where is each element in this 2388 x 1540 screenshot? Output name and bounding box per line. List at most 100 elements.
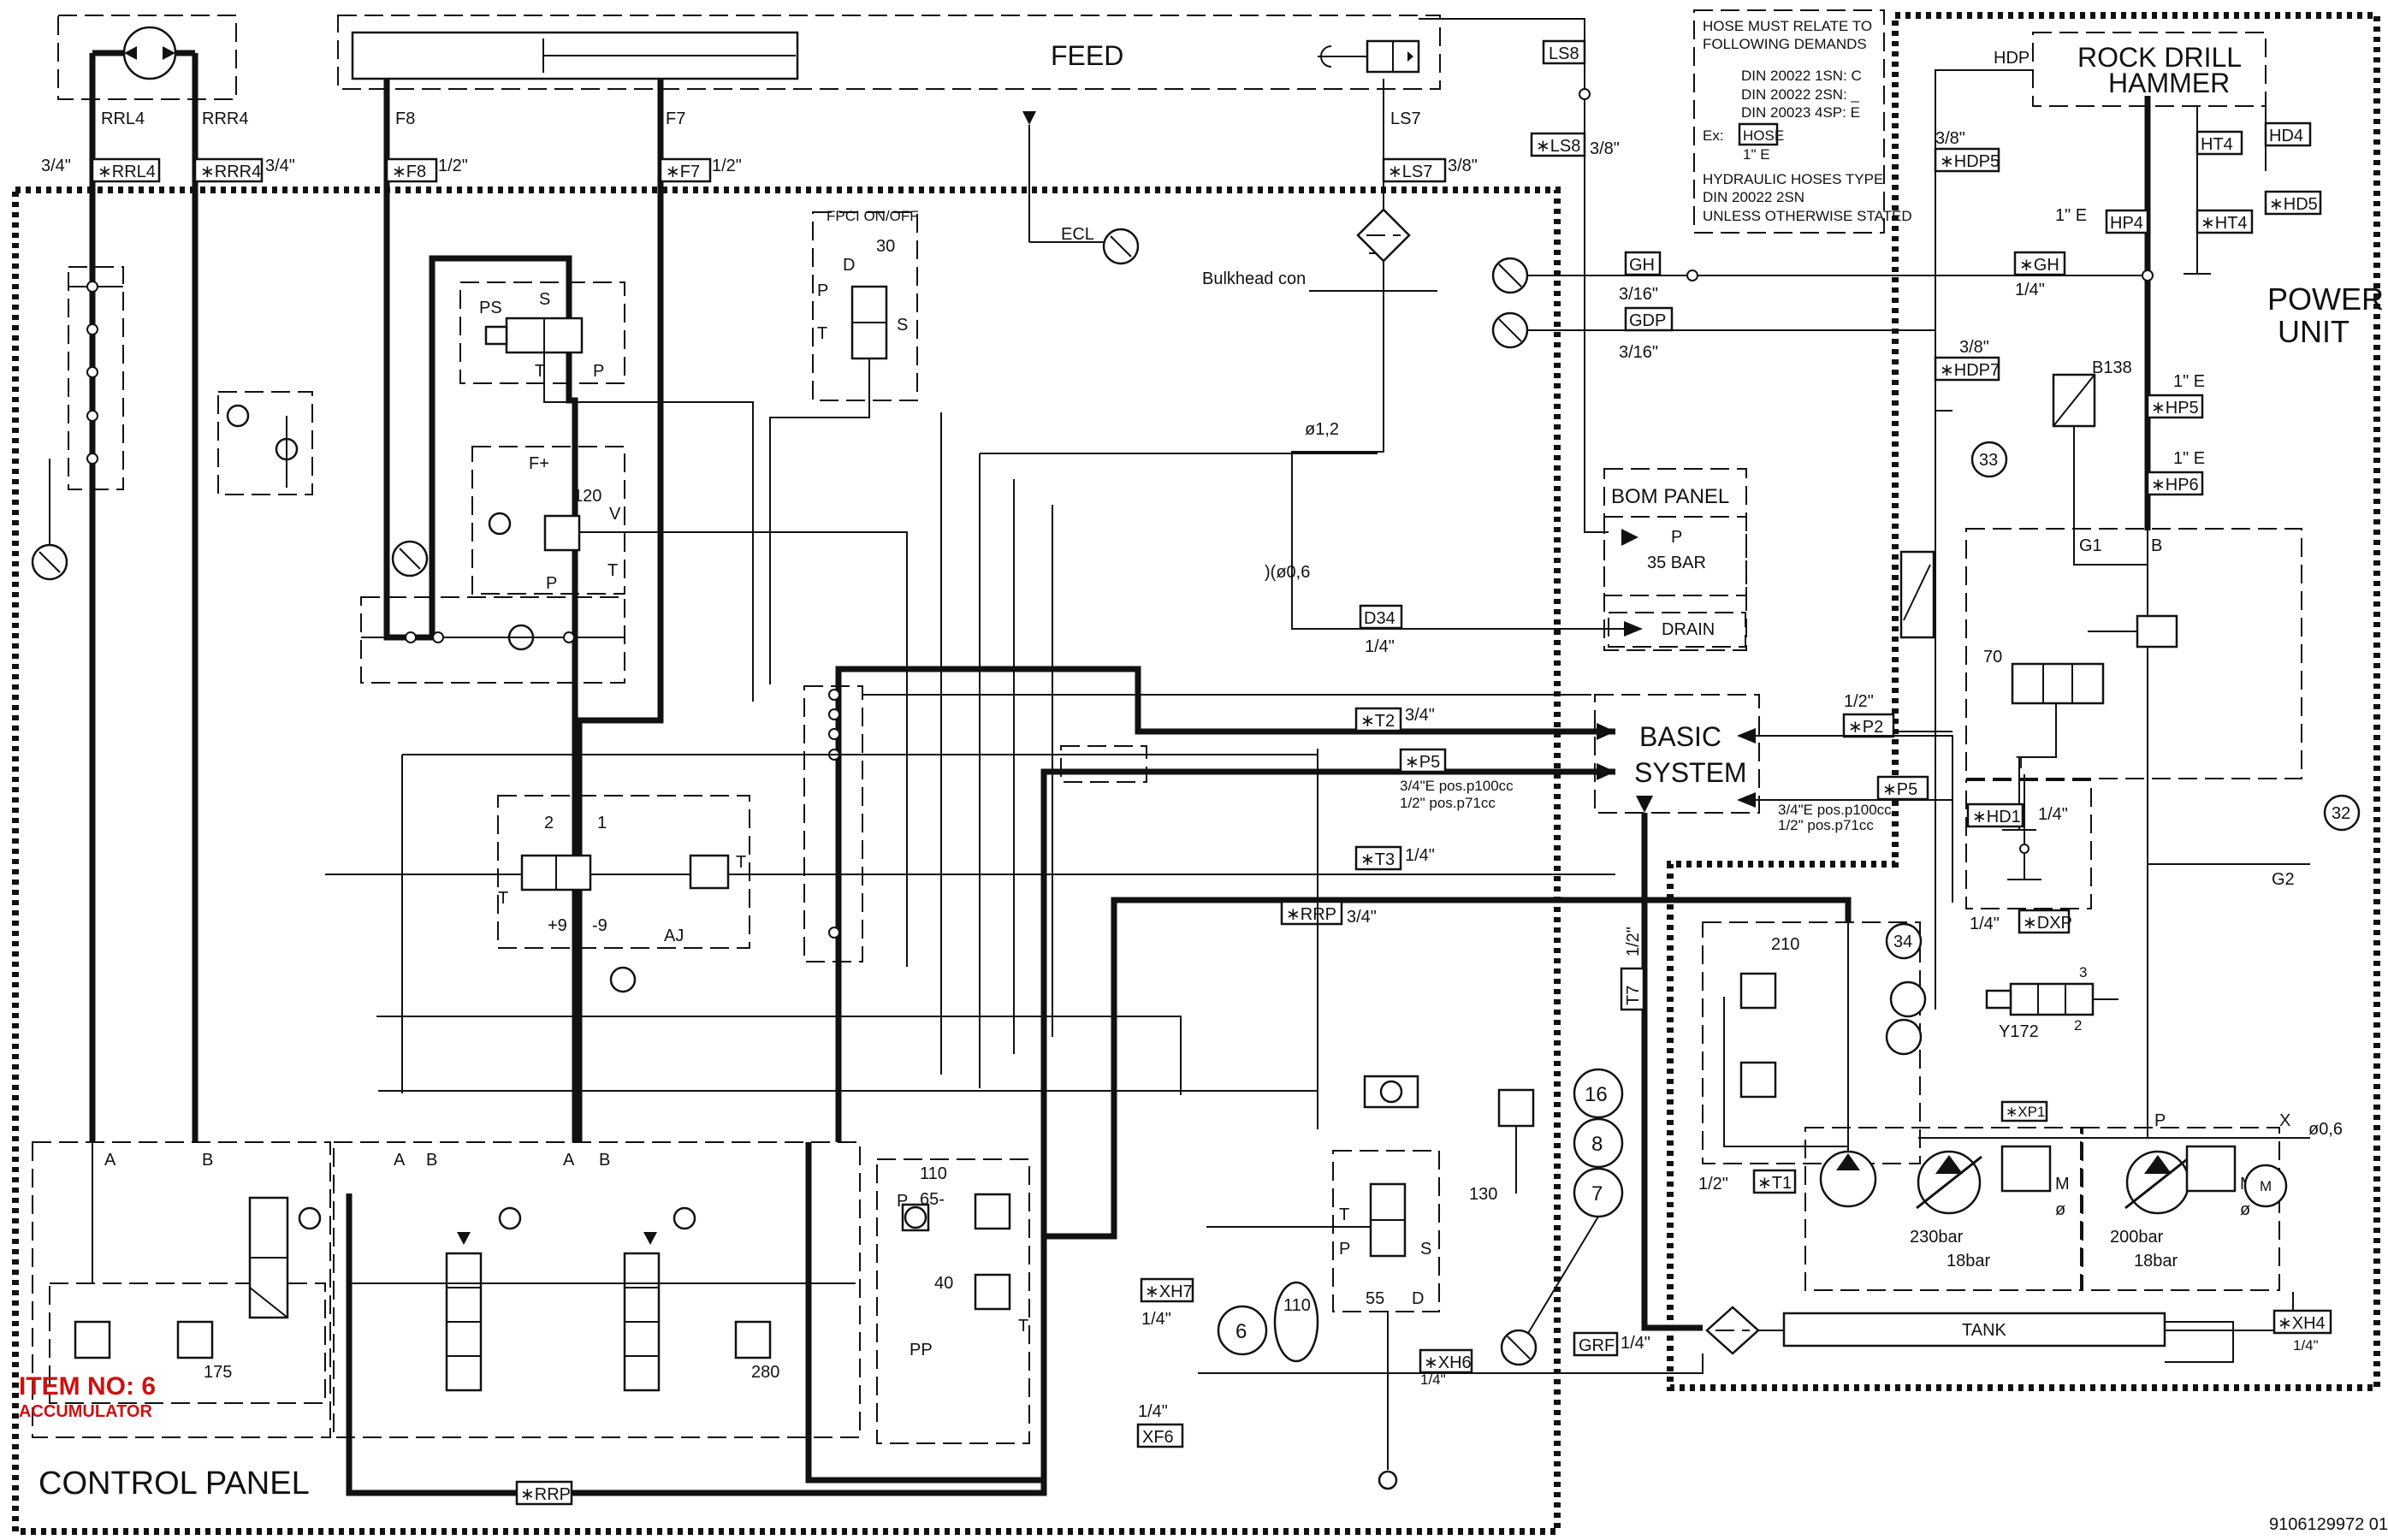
v65-label: 65- [920, 1190, 945, 1209]
ps-p-label: P [593, 362, 604, 381]
phi-label-2: ø [2240, 1200, 2250, 1219]
electric-motor [2243, 1164, 2288, 1208]
hose-tag-s-f8: ∗F8 [392, 163, 426, 181]
size-hp5: 1" E [2173, 372, 2205, 391]
t-label-55: T [1339, 1205, 1349, 1224]
phi-label-1: ø [2055, 1200, 2065, 1219]
t-label-fv: T [498, 889, 508, 908]
fpci-30-label: 30 [876, 237, 895, 256]
hose-tag-hp4: HP4 [2110, 214, 2143, 233]
size-rrp: 3/4" [1347, 908, 1377, 927]
hose-tag-s-dxp: ∗DXP [2023, 914, 2072, 933]
hose-tag-s-hp5: ∗HP5 [2151, 399, 2199, 418]
hose-tag-s-xh4: ∗XH4 [2278, 1314, 2326, 1333]
bulkhead-label: Bulkhead con [1202, 270, 1306, 288]
drawing-number: 9106129972 01 [2269, 1515, 2388, 1534]
basic-system-box [1594, 694, 1760, 814]
p5b-size-2: 1/2" pos.p71cc [1778, 817, 1874, 833]
t-label-pp: T [1018, 1317, 1028, 1336]
feed-cylinder-box [337, 15, 1441, 90]
size-hp6: 1" E [2173, 449, 2205, 468]
size-t2: 3/4" [1405, 706, 1435, 725]
note-1: HOSE MUST RELATE TO [1703, 18, 1872, 34]
hose-tag-s-t2: ∗T2 [1360, 712, 1395, 731]
aj-label: AJ [664, 927, 684, 945]
main-line-f7 [576, 79, 664, 1142]
size-f7: 1/2" [712, 157, 742, 175]
bom-panel-label: BOM PANEL [1611, 485, 1729, 508]
hose-tag-hd4: HD4 [2269, 127, 2303, 145]
hammer-label: HAMMER [2108, 68, 2230, 98]
port-1-label: 1 [597, 814, 607, 832]
hose-tag-s-ls8: ∗LS8 [1536, 137, 1580, 156]
hose-tag-gh: GH [1629, 256, 1655, 275]
bar200-label: 200bar [2110, 1228, 2164, 1247]
hose-tag-ls7: LS7 [1390, 110, 1421, 128]
t-label-120: T [607, 561, 618, 580]
hose-tag-ls8: LS8 [1549, 44, 1579, 63]
hose-tag-s-p2: ∗P2 [1848, 718, 1883, 737]
note-7: HOSE [1743, 127, 1784, 144]
size-rrr4: 3/4" [265, 157, 295, 175]
y172-label: Y172 [1999, 1022, 2039, 1041]
size-hdp7: 3/8" [1959, 338, 1989, 357]
rotation-motor-box [57, 15, 237, 100]
g2-label: G2 [2272, 870, 2295, 889]
size-ls8: 3/8" [1590, 139, 1620, 158]
circle-8: 8 [1591, 1133, 1603, 1156]
item-name-label: ACCUMULATOR [19, 1402, 152, 1421]
relief-valve-175 [176, 1320, 214, 1359]
p5-size-2: 1/2" pos.p71cc [1400, 795, 1496, 811]
relief-valve-left [74, 1320, 111, 1359]
hose-tag-s-xh6: ∗XH6 [1424, 1353, 1472, 1372]
y172-valve [2009, 982, 2095, 1016]
hose-tag-s-t1: ∗T1 [1757, 1174, 1792, 1193]
hose-tag-s-rrr4: ∗RRR4 [200, 163, 261, 181]
hose-tag-d34: D34 [1364, 609, 1395, 628]
t-label-aj: T [736, 853, 746, 872]
pump-1 [1819, 1150, 1877, 1208]
fpci-s-label: S [897, 316, 908, 335]
v175-label: 175 [204, 1363, 232, 1382]
acc-110-label: 110 [1283, 1296, 1311, 1315]
main-line-p5 [805, 768, 1615, 1484]
ps-s-label: S [539, 290, 550, 309]
bar18-label: 18bar [1947, 1252, 1990, 1270]
bar18b-label: 18bar [2134, 1252, 2178, 1270]
size-t1: 1/2" [1698, 1175, 1728, 1194]
hose-tag-s-hdp5: ∗HDP5 [1940, 152, 2000, 171]
hose-tag-f7: F7 [666, 110, 685, 128]
note-10: DIN 20022 2SN [1703, 189, 1804, 205]
fpci-label: FPCI ON/OFF [827, 208, 919, 224]
rock-drill-label: ROCK DRILL [2077, 42, 2242, 73]
hose-tag-s-gh: ∗GH [2019, 256, 2059, 275]
d-label-55: D [1412, 1289, 1424, 1308]
power-unit-border [1667, 12, 2380, 1391]
main-line-f8 [383, 79, 578, 1142]
v210-label: 210 [1771, 935, 1799, 954]
p-label-55: P [1339, 1240, 1350, 1259]
b-label-2: B [426, 1151, 437, 1170]
y172-port-2: 2 [2074, 1017, 2082, 1034]
relief-valve-280 [734, 1320, 772, 1359]
size-xf6: 1/4" [1138, 1402, 1168, 1421]
t-label-pu: T [2016, 754, 2026, 773]
b-label-1: B [202, 1151, 213, 1170]
size-ls7: 3/8" [1448, 157, 1478, 175]
plus9-label: +9 [548, 916, 567, 935]
power-label: POWER [2267, 281, 2384, 317]
note-5: DIN 20023 4SP: E [1741, 104, 1860, 121]
fpci-d-label: D [843, 256, 855, 275]
m-label-1: M [2055, 1175, 2070, 1194]
main-line-rrp [346, 897, 1852, 1496]
size-gdp: 3/16" [1619, 343, 1658, 362]
feed-label: FEED [1051, 40, 1123, 71]
item-6-circle [1217, 1305, 1268, 1356]
s-label-55: S [1420, 1240, 1431, 1259]
basic-label: BASIC [1639, 721, 1721, 752]
note-6: Ex: [1703, 127, 1724, 144]
a-label-3: A [563, 1151, 575, 1170]
unit-label: UNIT [2278, 314, 2349, 349]
v-label: V [609, 505, 621, 524]
circle-32: 32 [2332, 804, 2350, 823]
